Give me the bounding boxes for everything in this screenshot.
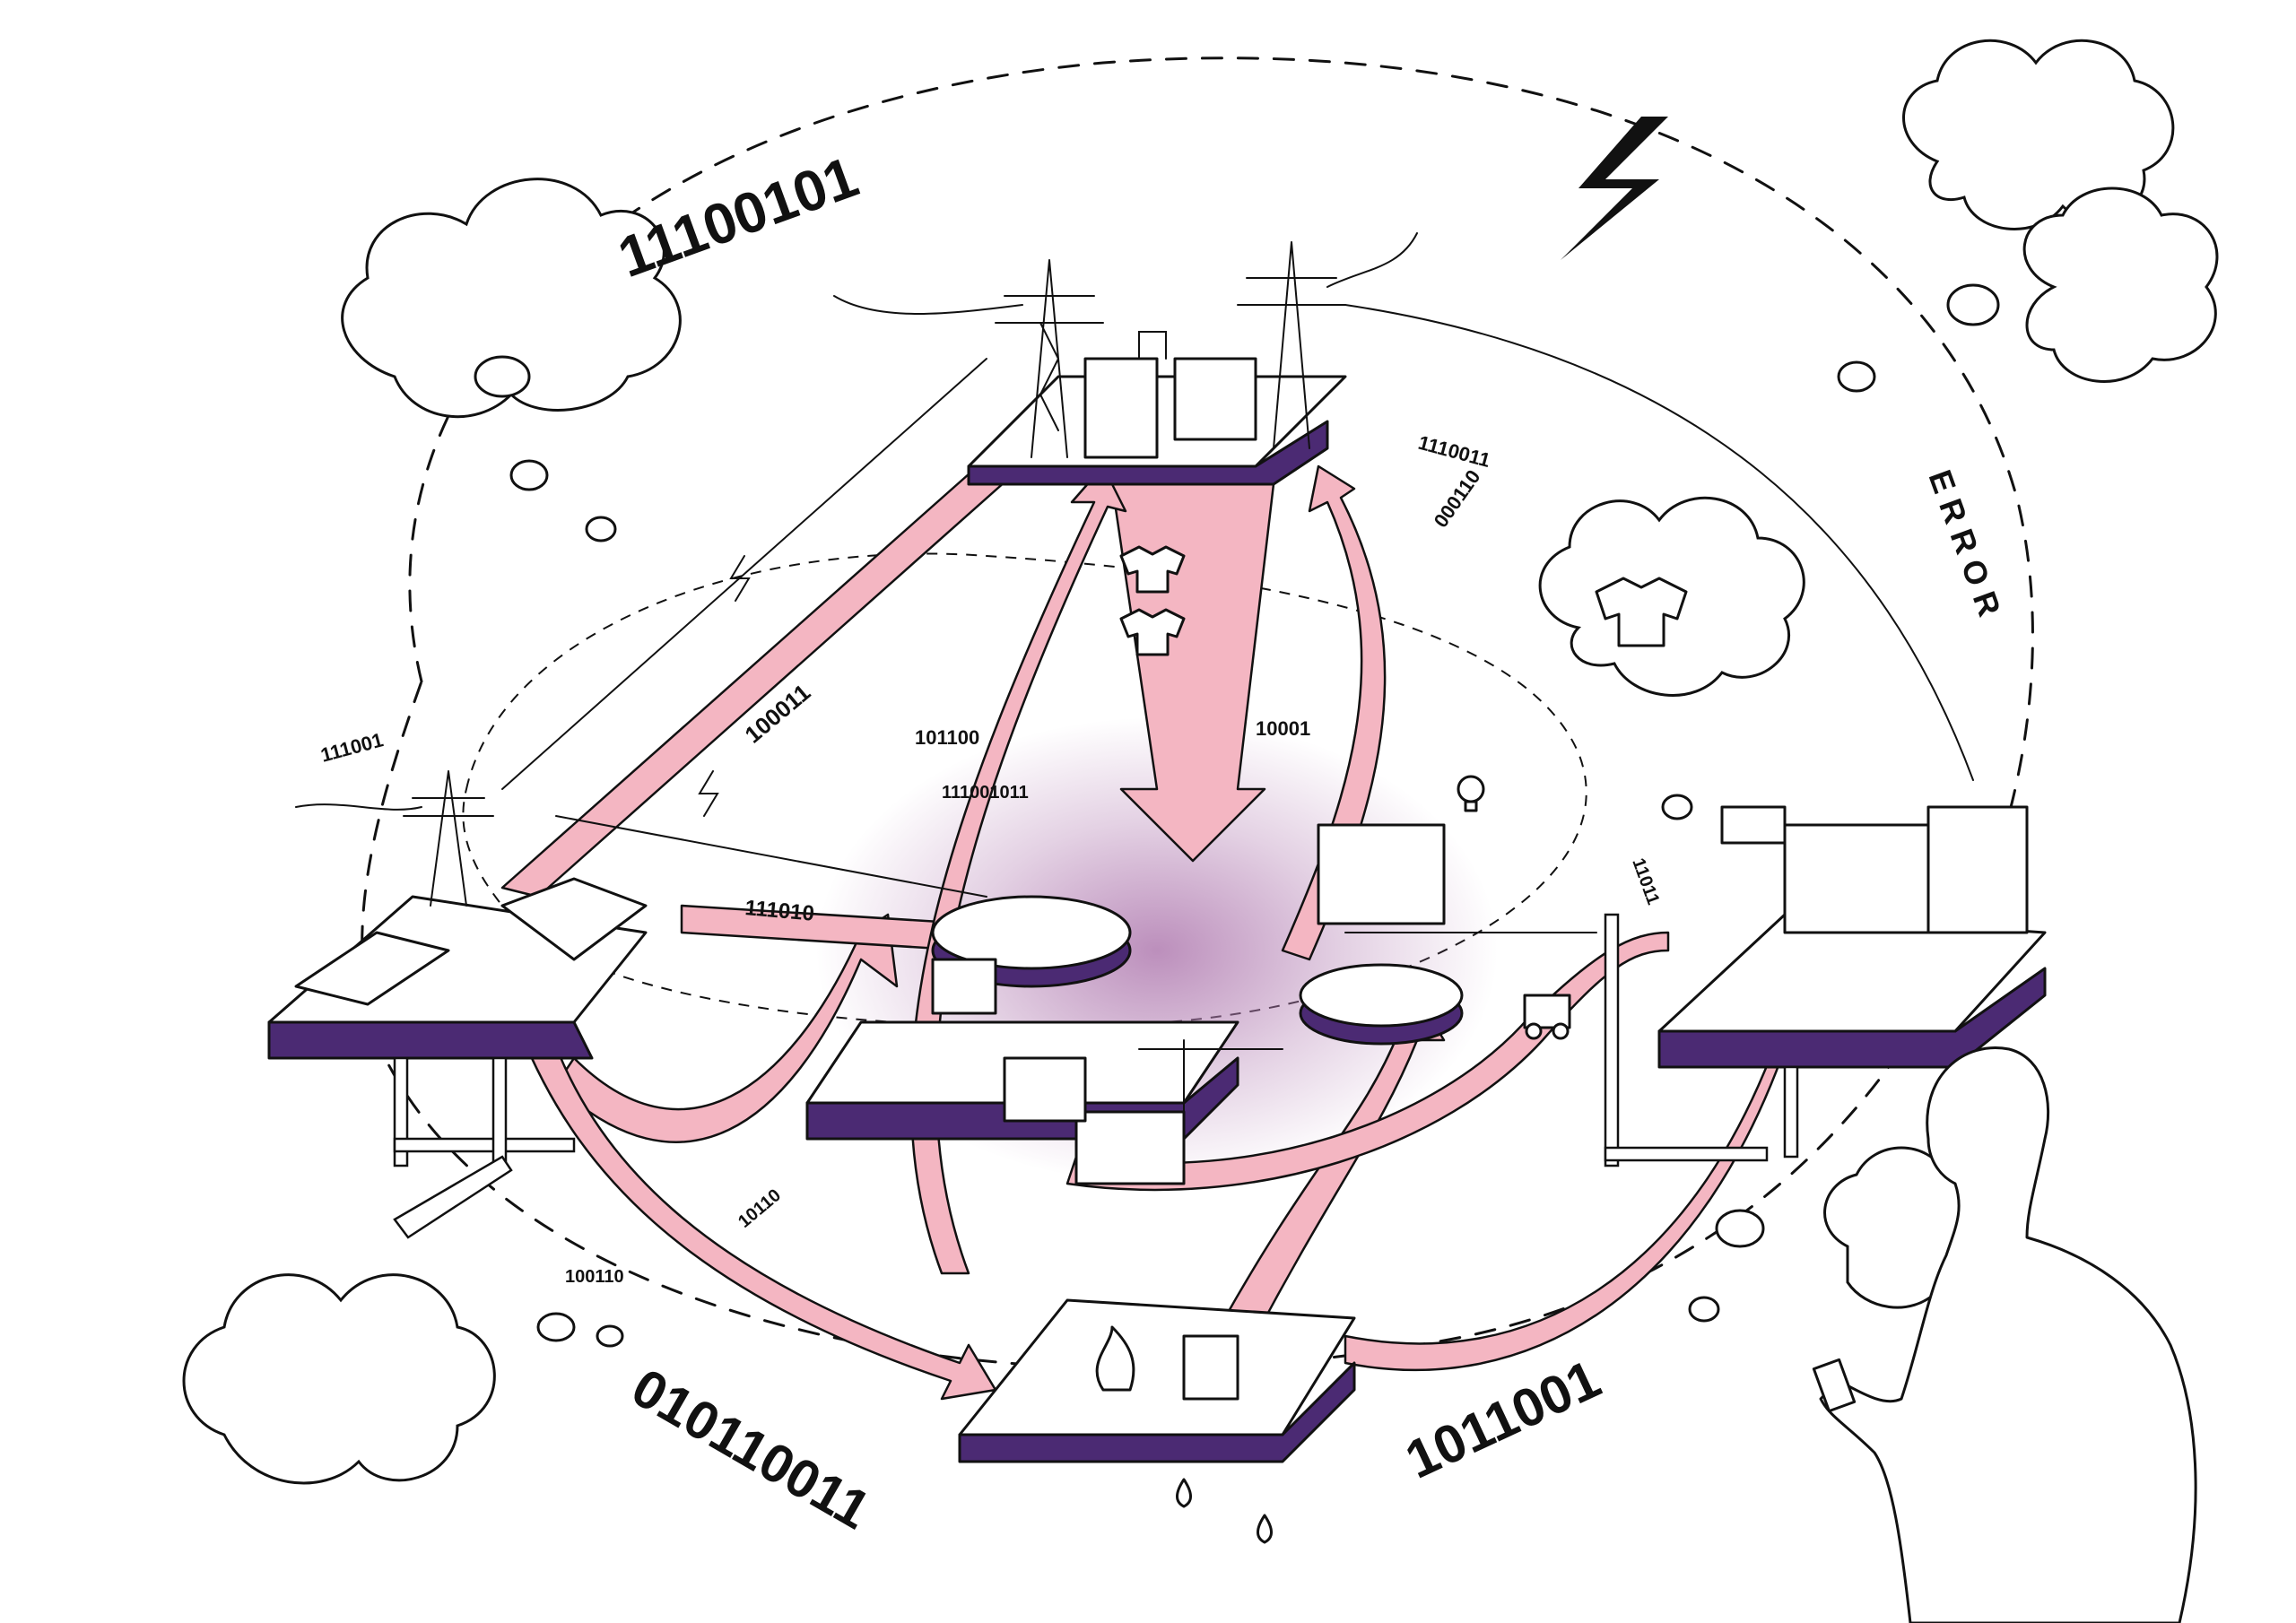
power-line [833, 232, 1418, 315]
binary-label-lower-left-b: 100110 [565, 1267, 624, 1287]
binary-label-right-inner: 11011 [1628, 855, 1663, 907]
factory-icon [1083, 331, 1257, 459]
binary-label-left-arrow: 111010 [744, 896, 814, 926]
thought-bubble [1715, 1209, 1765, 1248]
water-drop-icon [1176, 1478, 1273, 1544]
power-line [295, 803, 422, 811]
thought-bubble [596, 1324, 624, 1348]
binary-label-center-right: 10001 [1256, 717, 1310, 740]
binary-label-lower-left-a: 10110 [735, 1185, 785, 1232]
cloud-icon [1902, 39, 2219, 383]
thought-bubble [509, 459, 549, 491]
cloud-icon [182, 1273, 496, 1485]
power-pylon-icon [995, 259, 1104, 458]
tshirt-icon [1119, 608, 1186, 656]
binary-label-center-inner: 111001011 [942, 783, 1029, 803]
support-pipes-left [393, 1056, 576, 1239]
error-label: ERROR [1921, 465, 2011, 629]
binary-label-right-small: 000110 [1430, 465, 1485, 531]
person-with-phone-icon [1812, 1046, 2197, 1623]
right-platform [1657, 805, 2047, 1069]
binary-label-top-right-small: 1110011 [1416, 431, 1493, 472]
lightning-icon [1561, 117, 1668, 260]
binary-label-center-top: 101100 [915, 726, 979, 749]
connector-line [555, 815, 987, 898]
thought-bubble [1688, 1296, 1720, 1323]
binary-label-bottom-left: 010110011 [622, 1357, 881, 1541]
lightning-icon [698, 770, 719, 817]
left-platform [267, 877, 648, 1060]
outer-dashed-orbit [361, 56, 2034, 1370]
thought-bubble [536, 1312, 576, 1342]
binary-label-mid-left: 111001 [318, 728, 386, 767]
tshirt-icon [1595, 577, 1688, 647]
thought-bubble [1837, 360, 1876, 393]
lightbulb-icon [1457, 775, 1485, 812]
power-pylon-icon [1237, 241, 1346, 449]
power-pylon-icon [403, 770, 494, 907]
center-platform [805, 823, 1464, 1185]
bottom-platform [958, 1298, 1356, 1463]
connector-line [501, 358, 987, 790]
connector-line [1344, 304, 1974, 781]
thought-bubble [474, 355, 531, 398]
thought-bubble [585, 516, 617, 542]
forklift-icon [1523, 994, 1571, 1040]
fire-icon [1095, 1325, 1135, 1392]
cloud-icon [341, 178, 682, 419]
thought-bubble [1946, 283, 2000, 326]
crane-icon [1138, 1039, 1283, 1158]
support-pipes-right [1604, 913, 1799, 1167]
top-platform [967, 331, 1347, 486]
tshirt-icon [1119, 545, 1186, 594]
binary-label-top-left: 11100101 [610, 144, 866, 291]
thought-bubble [1661, 794, 1693, 820]
